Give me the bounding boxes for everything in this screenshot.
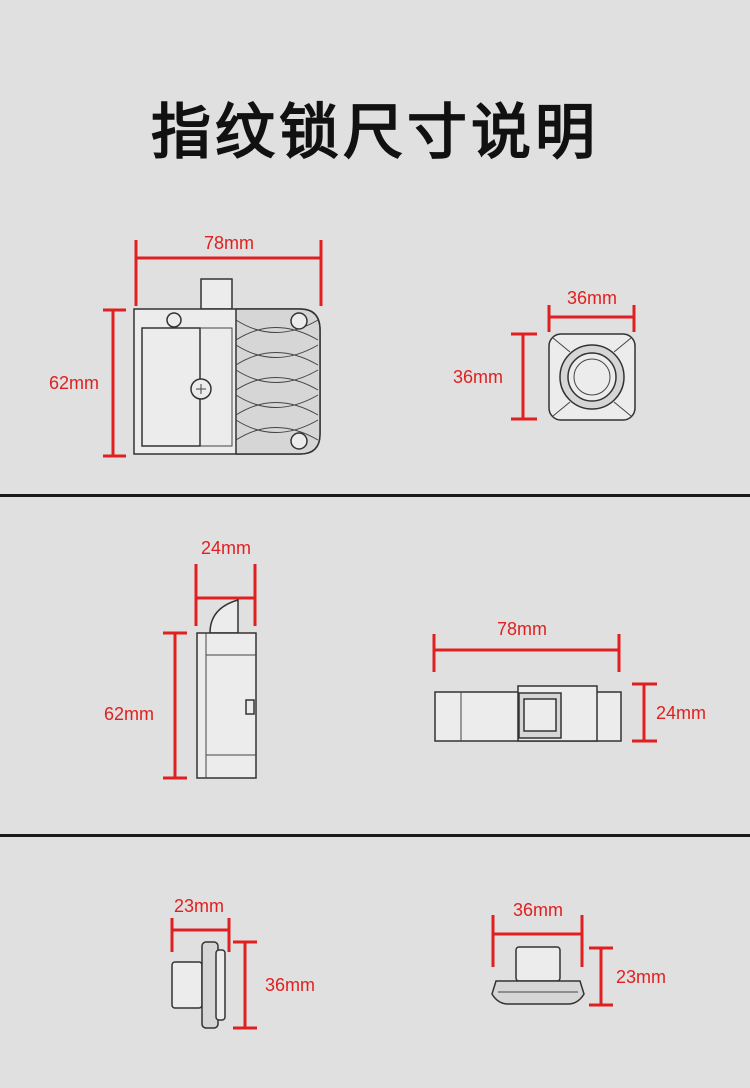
panel-edge [200,327,233,447]
grip-area [235,308,321,455]
screw-hole [166,312,182,328]
screw-hole [290,432,308,450]
inner-panel [141,327,201,447]
screw-hole [290,312,308,330]
side-button [245,699,255,715]
module-stem [515,946,561,982]
page-title: 指纹锁尺寸说明 [151,98,599,168]
module-face [215,949,226,1021]
height-label: 36mm [265,975,315,995]
module-top-view: 36mm 23mm [491,900,666,1007]
front-view: 78mm 62mm [49,233,323,458]
grip-pattern [235,319,319,441]
latch-bolt [209,599,239,634]
width-label: 24mm [201,538,251,558]
width-label: 36mm [567,288,617,308]
fingerprint-sensor [567,352,617,402]
screw-slot [196,384,206,394]
height-label: 62mm [49,373,99,393]
width-label: 23mm [174,896,224,916]
section-divider [0,494,750,497]
height-label: 62mm [104,704,154,724]
frame-bevel [552,337,632,417]
width-label: 78mm [497,619,547,639]
top-sensor [523,698,557,732]
bolt-tab [200,278,233,310]
sensor-inner [573,358,611,396]
height-label: 36mm [453,367,503,387]
height-label: 23mm [616,967,666,987]
top-view: 78mm 24mm [432,619,706,743]
fingerprint-module-view: 36mm 36mm [453,288,636,421]
side-view: 24mm 62mm [104,538,257,780]
width-label: 78mm [204,233,254,253]
module-side-view: 23mm 36mm [170,896,315,1030]
module-stem [171,961,203,1009]
width-label: 36mm [513,900,563,920]
section-divider [0,834,750,837]
height-label: 24mm [656,703,706,723]
